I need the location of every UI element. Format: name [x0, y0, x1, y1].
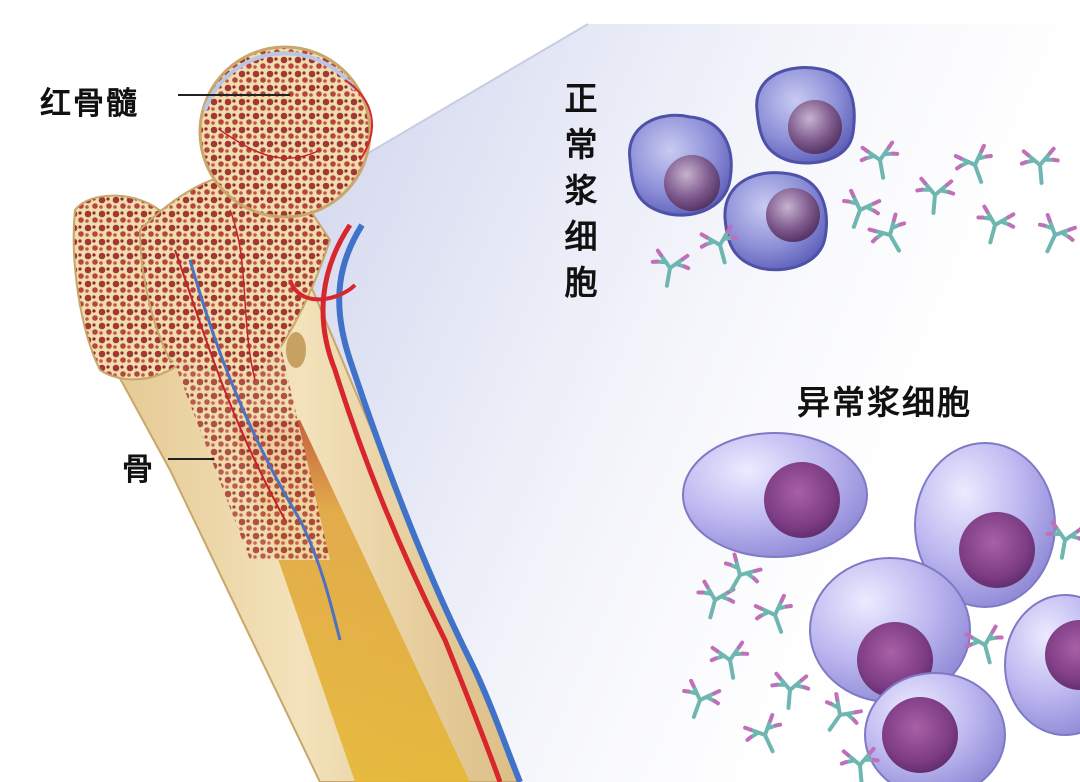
bone: [72, 45, 522, 782]
label-red-bone-marrow: 红骨髓: [40, 86, 139, 122]
plasma-cell-icon: [755, 66, 856, 165]
label-normal-plasma-cells: 正常浆细胞: [564, 79, 598, 302]
plasma-cell-icon: [1004, 594, 1080, 736]
abnormal-plasma-cells: [682, 432, 1080, 782]
label-abnormal-plasma-cells: 异常浆细胞: [797, 383, 972, 422]
plasma-cell-icon: [628, 113, 733, 217]
blood-vessels: [288, 79, 523, 782]
plasma-cell-icon: [682, 432, 868, 558]
label-bone: 骨: [122, 452, 153, 488]
plasma-cell-icon: [723, 171, 828, 272]
femoral-head: [198, 45, 372, 219]
normal-plasma-cells: [628, 66, 856, 272]
plasma-cell-icon: [864, 672, 1006, 782]
